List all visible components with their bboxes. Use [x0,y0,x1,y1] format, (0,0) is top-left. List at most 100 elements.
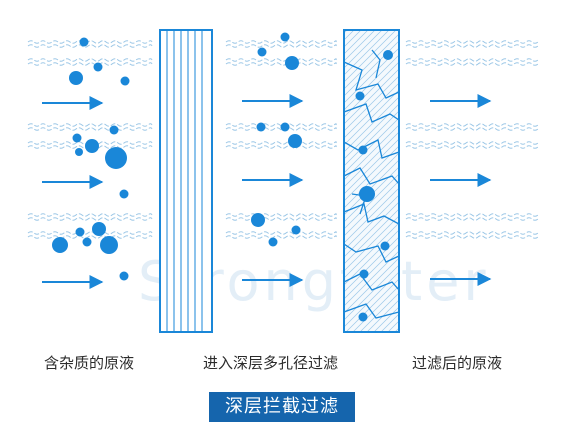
hatch-line [344,0,399,26]
liquid-wave-line [27,58,153,62]
hatch-line [344,0,399,5]
particle [268,237,278,247]
particle [85,139,99,153]
liquid-wave-line [405,123,539,127]
label-raw-liquid: 含杂质的原液 [44,354,135,372]
liquid-wave-line [27,231,153,235]
hatch-line [366,299,399,332]
hatch-line [344,194,399,251]
particle [79,37,89,47]
liquid-wave-line [225,235,337,239]
particle [75,227,85,237]
liquid-wave-line [225,58,337,62]
liquid-wave-line [27,141,153,145]
particle [359,186,375,202]
particle [72,133,82,143]
hatch-line [344,30,348,34]
liquid-wave-line [225,44,337,48]
hatch-line [344,342,399,397]
hatch-line [344,82,399,139]
particle [256,122,266,132]
hatch-line [344,61,399,118]
hatch-line [344,131,399,188]
hatch-line [344,30,369,55]
hatch-line [344,215,399,272]
particle [383,50,393,60]
liquid-wave-line [405,213,539,217]
label-filtered-liquid: 过滤后的原液 [412,354,503,372]
hatch-line [344,243,399,300]
hatch-line [344,222,399,279]
liquid-wave-line [405,217,539,221]
hatch-line [344,0,399,12]
hatch-line [344,30,376,62]
hatch-line [344,173,399,230]
particle [100,236,118,254]
hatch-line [344,152,399,209]
hatch-line [344,68,399,125]
liquid-wave-line [225,213,337,217]
particle [75,148,83,156]
particle [69,71,83,85]
liquid-wave-line [405,44,539,48]
particle [359,269,369,279]
hatch-line [344,96,399,153]
liquid-wave-line [225,141,337,145]
liquid-wave-line [405,235,539,239]
particle [280,32,290,42]
particle [119,189,129,199]
liquid-wave-line [405,141,539,145]
liquid-wave-line [27,123,153,127]
hatch-line [359,292,399,332]
liquid-waves [27,40,539,239]
label-deep-filtration: 进入深层多孔径过滤 [203,354,339,372]
particle [52,237,68,253]
particle [380,241,390,251]
particle [93,62,103,72]
particle [358,145,368,155]
filter-pore-channels [344,49,399,319]
hatch-line [344,0,399,19]
liquid-wave-line [27,213,153,217]
particle [119,271,129,281]
hatch-line [344,208,399,265]
hatch-line [373,306,399,332]
liquid-wave-line [27,217,153,221]
hatch-line [344,30,362,48]
hatch-line [344,117,399,174]
liquid-wave-line [27,127,153,131]
particle [285,56,299,70]
liquid-wave-line [405,231,539,235]
hatch-line [344,30,383,69]
hatch-line [344,271,399,328]
liquid-wave-line [27,235,153,239]
liquid-wave-line [27,62,153,66]
hatch-line [344,236,399,293]
liquid-wave-line [405,62,539,66]
depth-filter-panel [343,0,400,397]
liquid-wave-line [225,145,337,149]
hatch-line [344,54,399,111]
liquid-wave-line [27,40,153,44]
diagram-title: 深层拦截过滤 [209,392,355,422]
liquid-wave-line [225,217,337,221]
liquid-wave-line [405,127,539,131]
particle [288,134,302,148]
hatch-line [344,335,399,390]
liquid-wave-line [225,62,337,66]
impurity-particles [52,32,393,322]
liquid-wave-line [405,58,539,62]
particle [251,213,265,227]
liquid-wave-line [405,145,539,149]
particle [105,147,127,169]
hatch-line [380,313,399,332]
hatch-line [345,278,399,332]
hatch-line [344,110,399,167]
hatch-line [344,103,399,160]
hatch-line [344,40,399,97]
particle [109,125,119,135]
surface-filter-panel [159,29,213,333]
hatch-line [344,257,399,314]
liquid-wave-line [225,40,337,44]
